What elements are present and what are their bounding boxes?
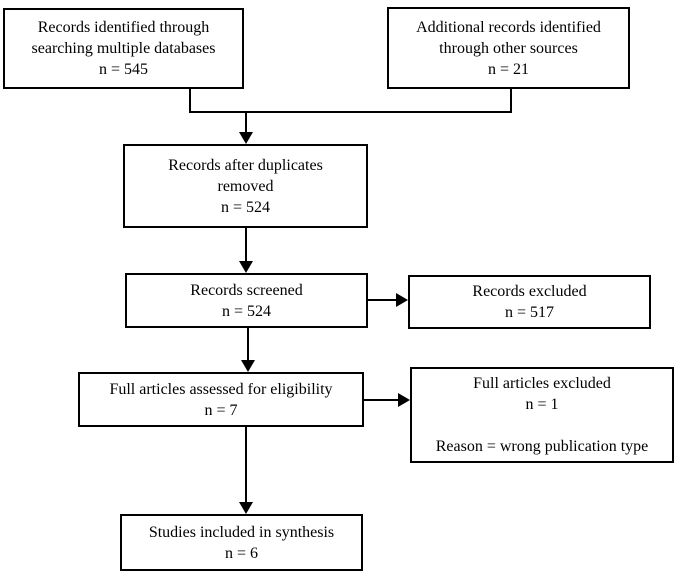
connector-other-sources-drop (510, 89, 512, 113)
box-full-articles-assessed: Full articles assessed for eligibility n… (78, 372, 364, 427)
box-count: n = 6 (224, 544, 259, 562)
box-text-line: Full articles assessed for eligibility (109, 380, 333, 398)
box-text-line: Full articles excluded (473, 375, 611, 392)
box-count: n = 524 (221, 302, 272, 320)
box-studies-included-synthesis: Studies included in synthesis n = 6 (120, 514, 363, 571)
connector-merge-to-duplicates (245, 111, 247, 133)
box-records-identified-databases: Records identified through searching mul… (3, 8, 244, 89)
box-count: n = 517 (504, 304, 555, 321)
arrowhead-into-assessed-icon (241, 360, 255, 372)
box-records-screened: Records screened n = 524 (125, 273, 368, 328)
arrowhead-into-articles-excluded-icon (398, 393, 410, 407)
box-records-excluded: Records excluded n = 517 (408, 275, 651, 329)
box-text-line: Records after duplicates (168, 156, 323, 174)
box-reason-text: Reason = wrong publication type (435, 438, 649, 455)
box-additional-records-other-sources: Additional records identified through ot… (387, 7, 630, 89)
box-count: n = 1 (525, 396, 559, 413)
box-text-line: Records screened (190, 281, 303, 299)
connector-assessed-to-included (245, 427, 247, 503)
box-text-line: through other sources (439, 39, 578, 57)
connector-screened-to-excluded (368, 299, 397, 301)
connector-screened-to-assessed (247, 328, 249, 361)
box-records-after-duplicates-removed: Records after duplicates removed n = 524 (123, 144, 368, 228)
box-text-line: Records identified through (37, 19, 210, 36)
connector-merge-horizontal (189, 111, 512, 113)
box-count: n = 545 (98, 61, 149, 78)
box-count: n = 524 (220, 198, 271, 216)
connector-assessed-to-articles-excluded (364, 399, 399, 401)
box-text-line: Records excluded (472, 283, 587, 300)
arrowhead-into-screened-icon (239, 261, 253, 273)
connector-databases-drop (189, 89, 191, 113)
box-full-articles-excluded: Full articles excluded n = 1 Reason = wr… (410, 367, 674, 463)
box-count: n = 7 (204, 401, 238, 419)
arrowhead-into-included-icon (239, 502, 253, 514)
box-text-line: Studies included in synthesis (148, 523, 335, 541)
box-text-line: removed (217, 177, 274, 195)
box-text-line: Additional records identified (416, 18, 601, 36)
box-count: n = 21 (487, 60, 530, 78)
connector-duplicates-to-screened (245, 228, 247, 262)
arrowhead-into-duplicates-icon (239, 132, 253, 144)
arrowhead-into-records-excluded-icon (396, 293, 408, 307)
box-text-line: searching multiple databases (31, 40, 216, 57)
